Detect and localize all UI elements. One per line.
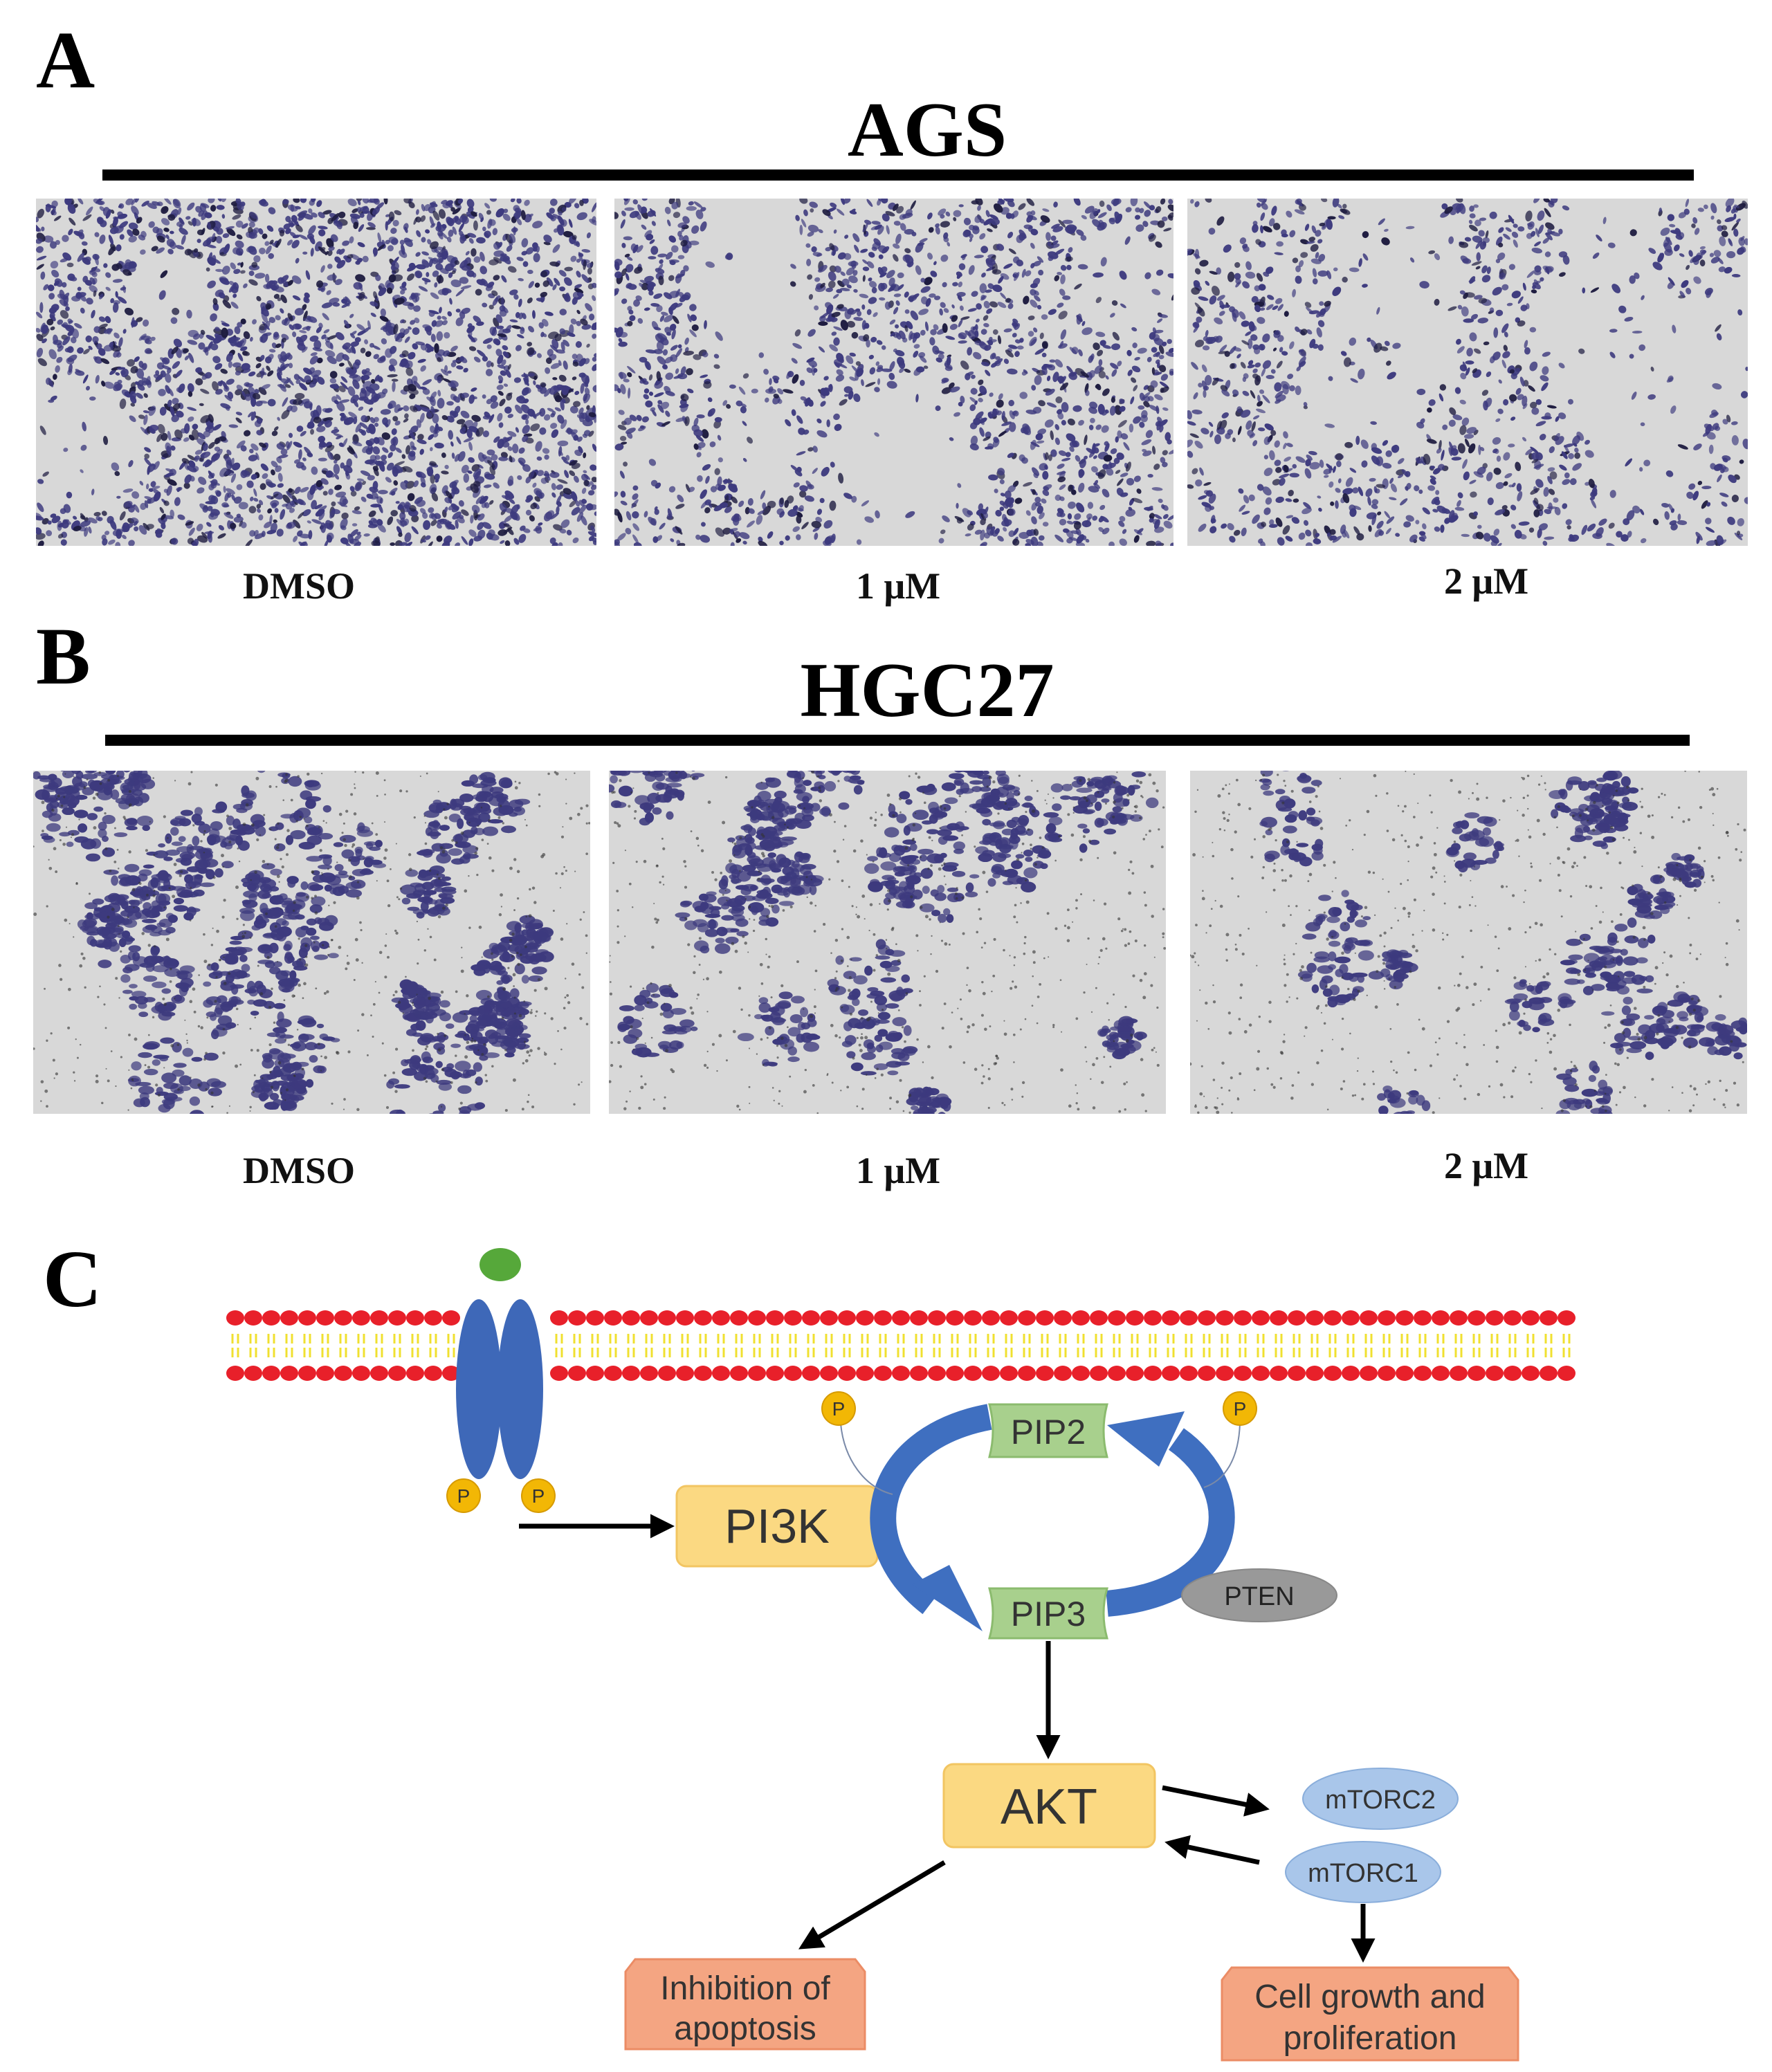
title-rule-b	[105, 735, 1690, 746]
mtorc1-oval: mTORC1	[1285, 1841, 1441, 1903]
cell-membrane	[226, 1310, 1575, 1381]
micrograph-hgc27-dmso	[33, 771, 590, 1114]
arrow-akt-to-apoptosis	[798, 1860, 946, 1950]
condition-label-ags-dmso: DMSO	[243, 565, 355, 607]
phosphate-receptor-left: P	[446, 1478, 481, 1513]
condition-label-ags-1um: 1 μM	[855, 565, 941, 607]
micrograph-ags-1um	[614, 199, 1173, 546]
pip2-box: PIP2	[988, 1403, 1108, 1458]
micrograph-hgc27-1um	[609, 771, 1166, 1114]
pip-cycle-arrows	[870, 1404, 1235, 1631]
title-rule-a	[102, 169, 1694, 181]
cell-line-title-hgc27: HGC27	[800, 648, 1054, 733]
condition-label-hgc27-1um: 1 μM	[855, 1150, 941, 1191]
condition-label-hgc27-2um: 2 μM	[1443, 1145, 1529, 1186]
panel-letter-a: A	[36, 15, 95, 105]
panel-letter-b: B	[36, 611, 91, 702]
phosphate-receptor-right: P	[521, 1478, 556, 1513]
pten-oval: PTEN	[1181, 1568, 1337, 1622]
akt-box: AKT	[942, 1763, 1156, 1849]
panel-letter-c: C	[43, 1234, 102, 1324]
cell-line-title-ags: AGS	[847, 87, 1007, 173]
phosphate-pip-right: P	[1223, 1391, 1257, 1426]
pi3k-akt-pathway-diagram: P P PI3K P P PIP2 PIP3	[226, 1248, 1575, 2062]
ligand-icon	[479, 1248, 521, 1281]
outcome-cell-growth-and-proliferation: Cell growth and proliferation	[1221, 1966, 1519, 2062]
pip3-box: PIP3	[988, 1587, 1108, 1640]
phosphate-pip-left: P	[821, 1391, 856, 1426]
arrow-mtorc1-to-akt	[1164, 1835, 1260, 1865]
arrow-akt-to-mtorc2	[1162, 1785, 1270, 1817]
micrograph-ags-2um	[1187, 199, 1748, 546]
micrograph-ags-dmso	[36, 199, 596, 546]
condition-label-hgc27-dmso: DMSO	[243, 1150, 355, 1191]
micrograph-hgc27-2um	[1190, 771, 1747, 1114]
mtorc2-oval: mTORC2	[1302, 1768, 1459, 1830]
pi3k-box: PI3K	[675, 1485, 879, 1568]
condition-label-ags-2um: 2 μM	[1443, 560, 1529, 602]
receptor-tyrosine-kinase	[456, 1248, 543, 1479]
outcome-inhibition-of-apoptosis: Inhibition of apoptosis	[624, 1958, 866, 2051]
